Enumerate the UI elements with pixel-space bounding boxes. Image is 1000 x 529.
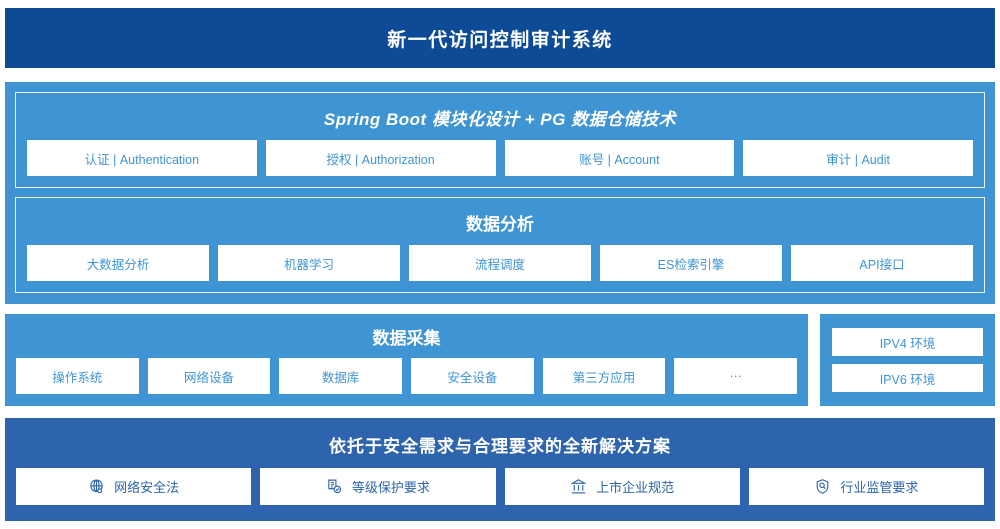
bank-icon (570, 478, 587, 495)
globe-icon (88, 478, 105, 495)
platform-box: Spring Boot 模块化设计 + PG 数据仓储技术 认证 | Authe… (15, 92, 985, 188)
compliance-card-row: 网络安全法 等级保护要求 (16, 468, 984, 505)
compliance-card-label: 上市企业规范 (596, 480, 675, 495)
document-check-icon (326, 478, 343, 495)
compliance-card-cybersecurity-law[interactable]: 网络安全法 (16, 468, 252, 505)
analysis-card-es-search[interactable]: ES检索引擎 (600, 245, 782, 281)
collection-card-security-device[interactable]: 安全设备 (411, 358, 534, 394)
compliance-card-listed-enterprise[interactable]: 上市企业规范 (504, 468, 740, 505)
collection-row: 数据采集 操作系统 网络设备 数据库 安全设备 第三方应用 ··· (5, 314, 995, 406)
collection-card-label: ··· (729, 369, 742, 383)
collection-card-row: 操作系统 网络设备 数据库 安全设备 第三方应用 ··· (16, 358, 798, 394)
analysis-card-row: 大数据分析 机器学习 流程调度 ES检索引擎 API接口 (27, 245, 973, 281)
environment-card-label: IPV4 环境 (879, 336, 936, 351)
collection-card-network-device[interactable]: 网络设备 (147, 358, 271, 394)
environment-card-ipv6[interactable]: IPV6 环境 (832, 364, 983, 392)
collection-card-label: 数据库 (321, 370, 360, 385)
architecture-panel: Spring Boot 模块化设计 + PG 数据仓储技术 认证 | Authe… (5, 82, 995, 304)
platform-card-account[interactable]: 账号 | Account (504, 140, 735, 176)
compliance-title: 依托于安全需求与合理要求的全新解决方案 (329, 437, 671, 456)
compliance-card-label: 网络安全法 (114, 480, 180, 495)
analysis-card-label: ES检索引擎 (657, 257, 725, 272)
analysis-box: 数据分析 大数据分析 机器学习 流程调度 ES检索引擎 API接口 (15, 197, 985, 293)
collection-card-more[interactable]: ··· (674, 358, 798, 394)
analysis-card-process-scheduling[interactable]: 流程调度 (409, 245, 591, 281)
compliance-card-label: 等级保护要求 (351, 480, 430, 495)
analysis-card-label: API接口 (859, 257, 905, 272)
environment-card-ipv4[interactable]: IPV4 环境 (832, 328, 983, 356)
compliance-card-industry-regulation[interactable]: 行业监管要求 (748, 468, 984, 505)
compliance-card-grade-protection[interactable]: 等级保护要求 (260, 468, 496, 505)
analysis-card-label: 流程调度 (474, 257, 525, 272)
platform-card-label: 认证 | Authentication (84, 152, 200, 167)
collection-card-label: 网络设备 (184, 370, 235, 385)
platform-title: Spring Boot 模块化设计 + PG 数据仓储技术 (323, 110, 677, 129)
compliance-panel: 依托于安全需求与合理要求的全新解决方案 网络安全法 (5, 418, 995, 521)
shield-search-icon (814, 478, 831, 495)
compliance-card-label: 行业监管要求 (840, 480, 919, 495)
page-title: 新一代访问控制审计系统 (387, 29, 613, 51)
collection-card-third-party-app[interactable]: 第三方应用 (542, 358, 666, 394)
analysis-card-machine-learning[interactable]: 机器学习 (218, 245, 400, 281)
analysis-card-api[interactable]: API接口 (791, 245, 973, 281)
platform-card-label: 审计 | Audit (826, 152, 890, 167)
collection-title: 数据采集 (372, 329, 441, 348)
platform-card-audit[interactable]: 审计 | Audit (743, 140, 973, 176)
collection-panel: 数据采集 操作系统 网络设备 数据库 安全设备 第三方应用 ··· (5, 314, 808, 406)
collection-card-label: 操作系统 (52, 370, 103, 385)
collection-card-label: 第三方应用 (572, 370, 636, 385)
platform-card-row: 认证 | Authentication 授权 | Authorization 账… (27, 140, 973, 176)
analysis-title: 数据分析 (466, 215, 534, 234)
platform-card-authorization[interactable]: 授权 | Authorization (265, 140, 496, 176)
analysis-card-label: 大数据分析 (86, 257, 150, 272)
collection-card-label: 安全设备 (447, 370, 498, 385)
collection-card-os[interactable]: 操作系统 (16, 358, 139, 394)
platform-card-label: 账号 | Account (579, 152, 660, 167)
analysis-card-label: 机器学习 (283, 257, 334, 272)
platform-card-authentication[interactable]: 认证 | Authentication (27, 140, 257, 176)
environment-panel: IPV4 环境 IPV6 环境 (820, 314, 995, 406)
analysis-card-bigdata[interactable]: 大数据分析 (27, 245, 209, 281)
page-header: 新一代访问控制审计系统 (5, 8, 995, 68)
environment-card-label: IPV6 环境 (879, 372, 936, 387)
collection-card-database[interactable]: 数据库 (279, 358, 403, 394)
platform-card-label: 授权 | Authorization (326, 152, 435, 167)
